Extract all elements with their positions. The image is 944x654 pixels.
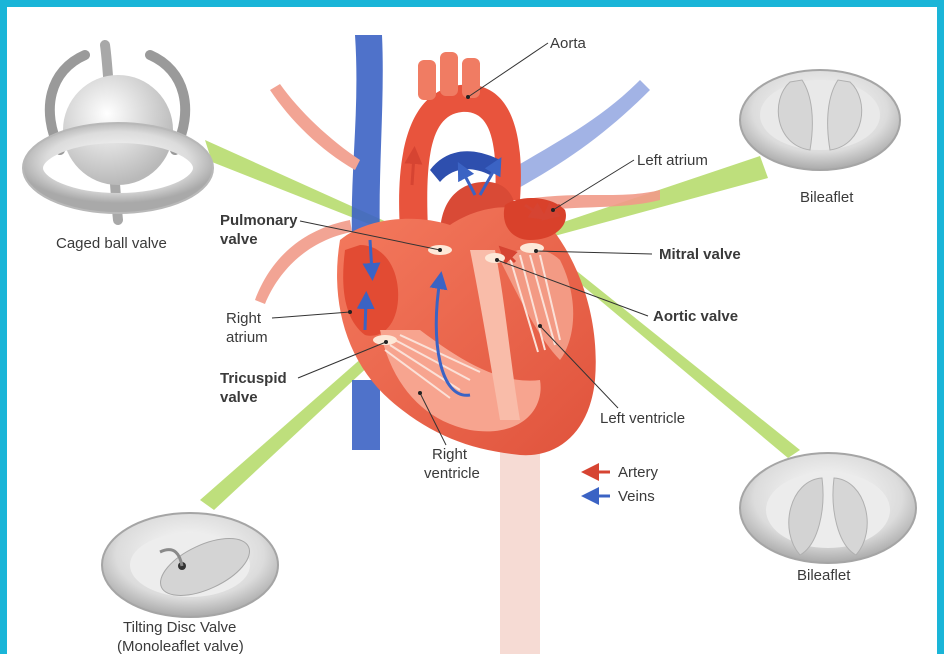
legend-artery-label: Artery [618, 464, 659, 481]
label-aortic-valve: Aortic valve [653, 308, 738, 325]
label-tricuspid-valve-1: Tricuspid [220, 370, 287, 387]
ring-inner [766, 472, 890, 548]
vein-arrow-ra-up [365, 300, 366, 330]
tilting-disc-valve-image [102, 513, 278, 617]
legend-veins-label: Veins [618, 488, 655, 505]
label-left-atrium: Left atrium [637, 152, 708, 169]
aorta-branch-1 [418, 60, 436, 100]
dot-left-ventricle [538, 324, 542, 328]
label-caged-ball-valve: Caged ball valve [56, 235, 167, 252]
legend: Artery Veins [590, 464, 659, 505]
inferior-vena-cava [352, 380, 380, 450]
bileaflet-bottom-image [740, 453, 916, 563]
dot-aortic-valve [495, 258, 499, 262]
dot-tricuspid-valve [384, 340, 388, 344]
label-right-ventricle-1: Right [432, 446, 468, 463]
vein-arrow-ra-down [370, 240, 372, 272]
dot-mitral-valve [534, 249, 538, 253]
artery-arrow-aorta [412, 155, 414, 185]
dot-pulmonary-valve [438, 248, 442, 252]
label-left-ventricle: Left ventricle [600, 410, 685, 427]
dot-aorta [466, 95, 470, 99]
lung-vessel-left [255, 220, 352, 304]
descending-aorta [500, 420, 540, 654]
label-aorta: Aorta [550, 35, 587, 52]
label-tilting-disc-2: (Monoleaflet valve) [117, 638, 244, 654]
label-pulmonary-valve-2: valve [220, 231, 258, 248]
bileaflet-top-image [740, 70, 900, 170]
label-pulmonary-valve-1: Pulmonary [220, 212, 298, 229]
label-right-atrium-2: atrium [226, 329, 268, 346]
label-right-ventricle-2: ventricle [424, 465, 480, 482]
dot-right-ventricle [418, 391, 422, 395]
dot-right-atrium [348, 310, 352, 314]
aorta-branch-3 [462, 58, 480, 98]
caged-ball-valve-image [23, 45, 213, 220]
leader-right-atrium [272, 312, 350, 318]
superior-vena-cava [352, 35, 383, 240]
label-bileaflet-bottom: Bileaflet [797, 567, 851, 584]
label-tilting-disc-1: Tilting Disc Valve [123, 619, 236, 636]
label-tricuspid-valve-2: valve [220, 389, 258, 406]
dot-left-atrium [551, 208, 555, 212]
label-mitral-valve: Mitral valve [659, 246, 741, 263]
right-pulmonary-artery [270, 84, 360, 170]
label-bileaflet-top: Bileaflet [800, 189, 854, 206]
left-pulmonary-vein [510, 80, 650, 190]
label-right-atrium-1: Right [226, 310, 262, 327]
aorta-branch-2 [440, 52, 458, 96]
